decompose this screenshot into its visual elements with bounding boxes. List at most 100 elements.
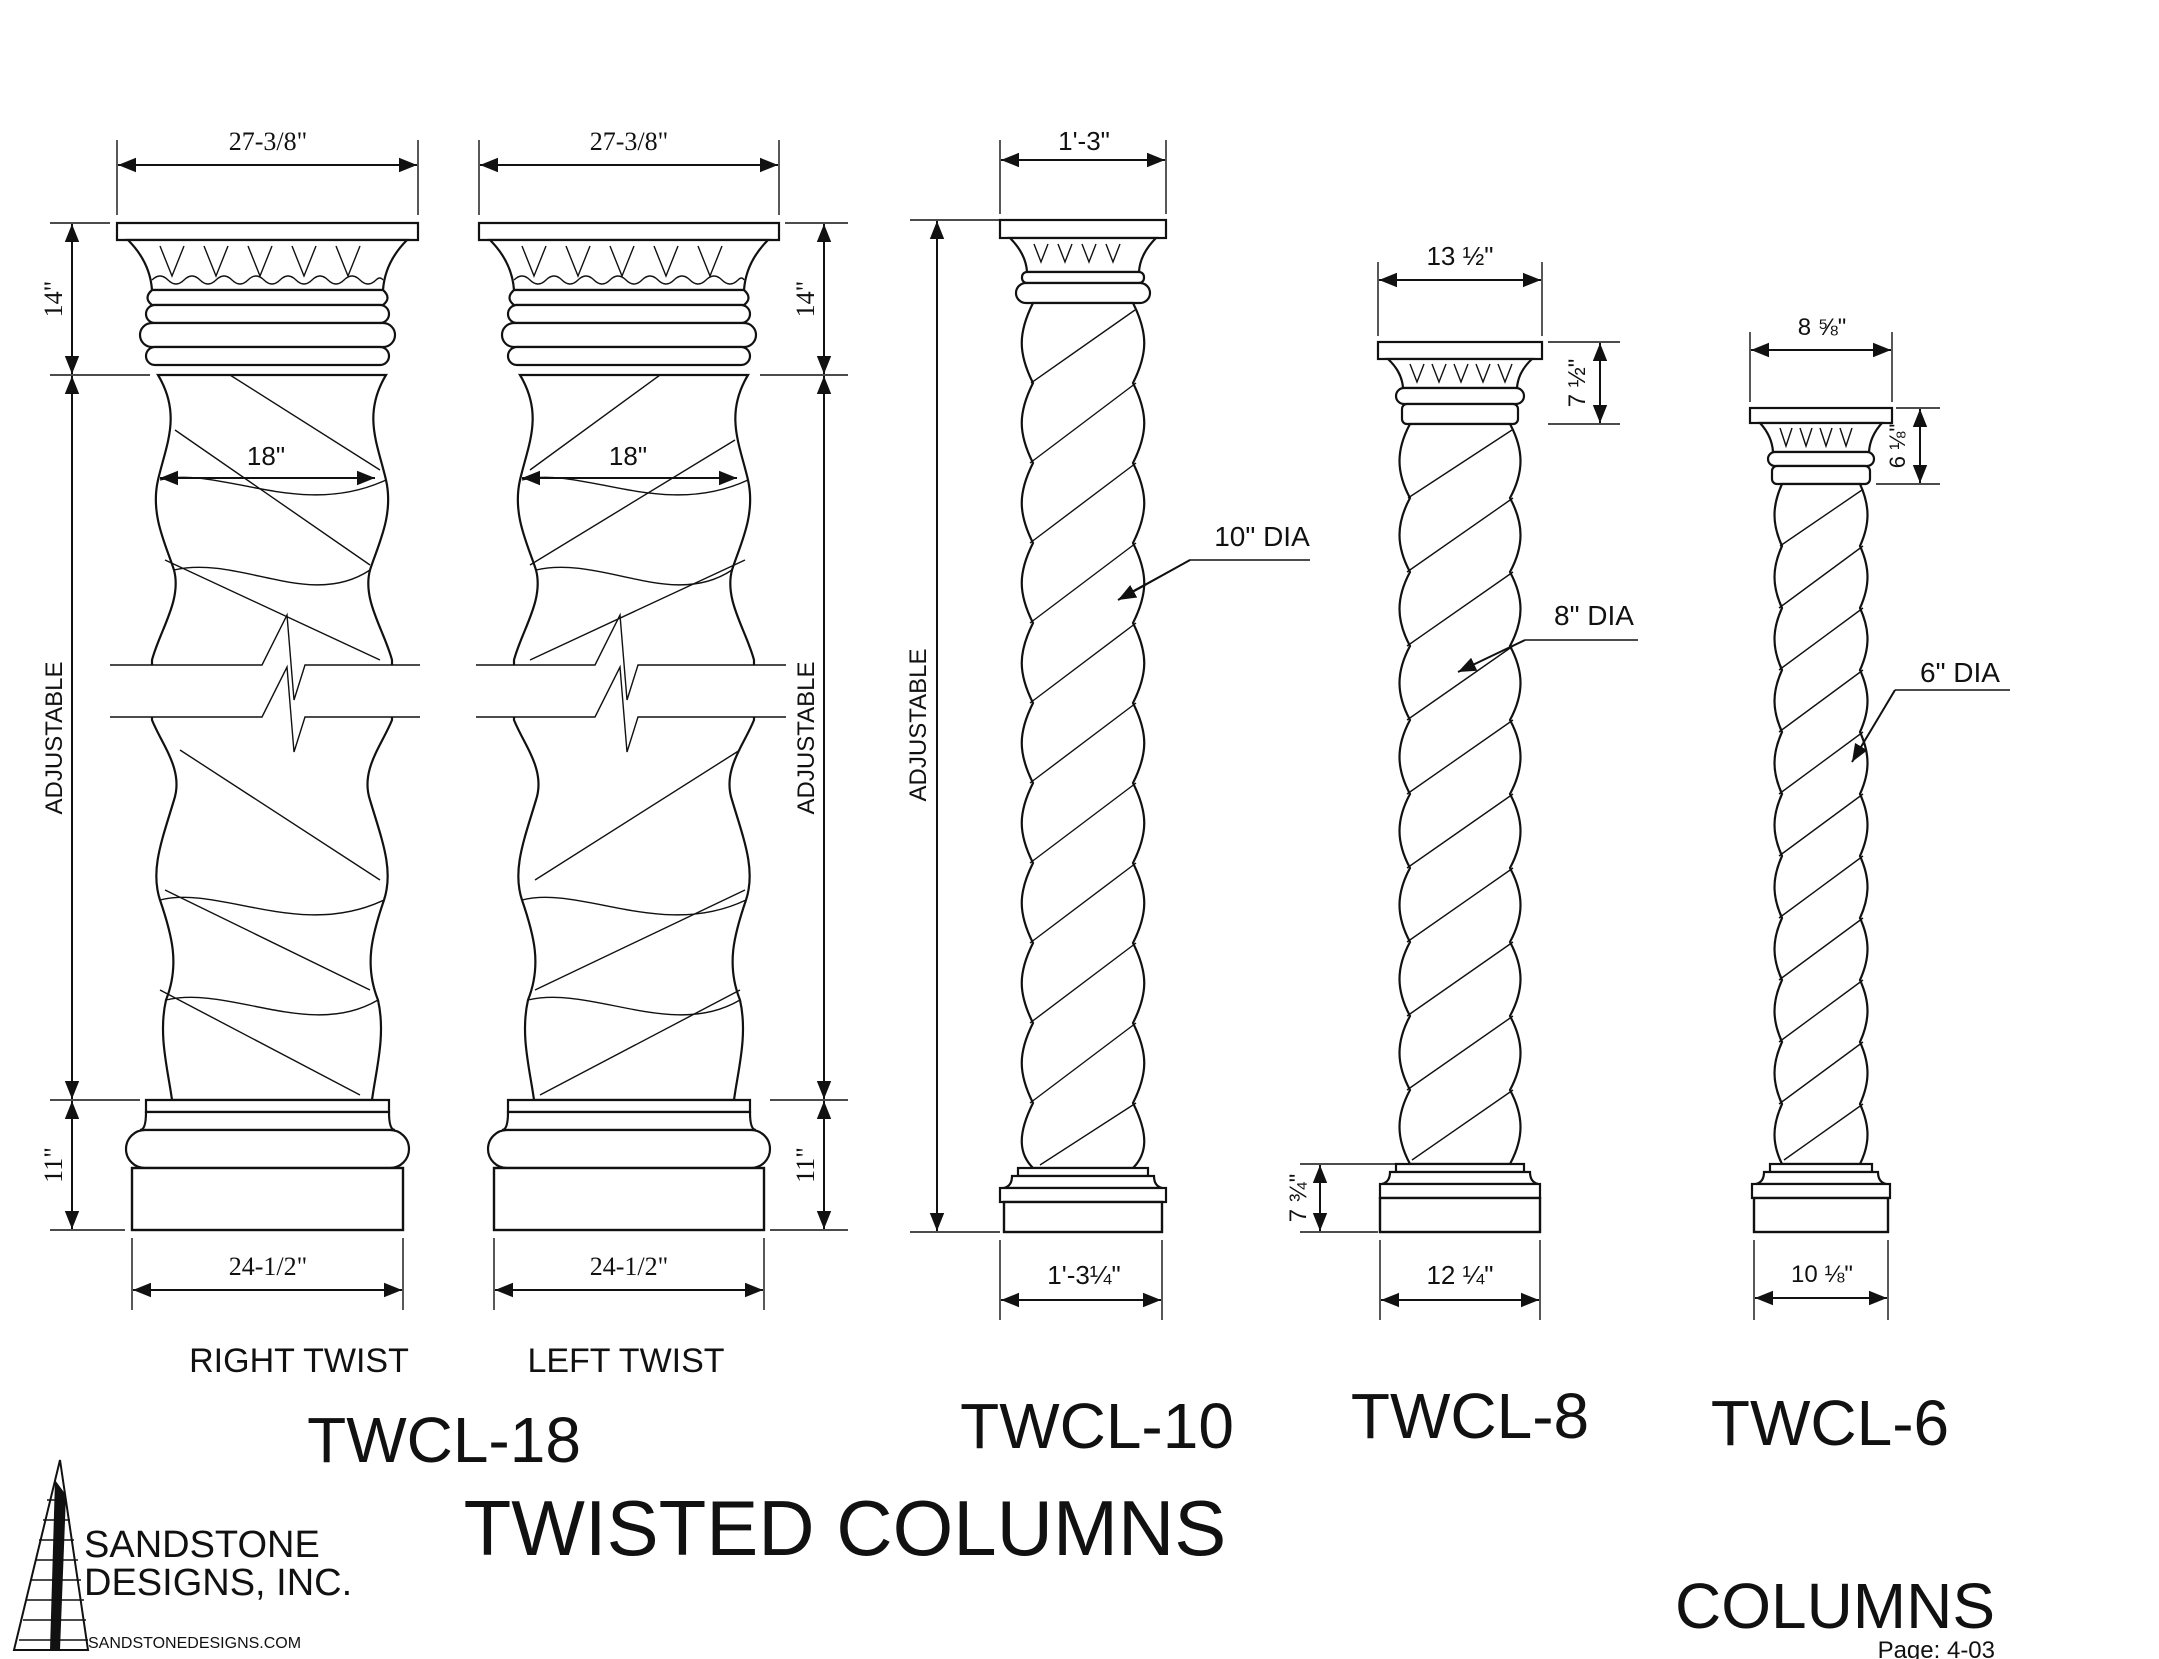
twisted-shaft — [1020, 301, 1146, 1170]
base-plinth — [1002, 1200, 1164, 1234]
company-website: SANDSTONEDESIGNS.COM — [88, 1635, 301, 1652]
section-label: COLUMNS — [1675, 1570, 1995, 1642]
base-plinth — [1752, 1196, 1890, 1234]
base-plinth-top — [144, 1098, 391, 1114]
twcl10-base-width: 1'-3¼" — [1047, 1260, 1120, 1290]
twcl18-right-capital-height: 14" — [791, 281, 820, 318]
base-plinth — [130, 1166, 405, 1232]
base-cove — [139, 1110, 396, 1132]
capital-bell — [1385, 357, 1535, 390]
base-cove — [501, 1110, 757, 1132]
capital-abacus — [998, 218, 1168, 240]
capital-torus-main — [500, 321, 758, 349]
twisted-shaft — [150, 373, 394, 1102]
twcl8-base-width: 12 ¼" — [1426, 1260, 1493, 1290]
twcl8-capital-width: 13 ½" — [1426, 241, 1493, 271]
twcl8-base-height: 7 ¾" — [1285, 1174, 1312, 1223]
base-torus — [1378, 1182, 1542, 1200]
twcl10-shaft-dia: 10" DIA — [1214, 521, 1310, 552]
base-ring — [1768, 1162, 1874, 1174]
capital-bell — [1757, 421, 1885, 454]
twcl18-left-base-width: 24-1/2" — [590, 1252, 669, 1281]
capital-ring — [1770, 464, 1872, 486]
twcl18-right-shaft-height: ADJUSTABLE — [793, 662, 820, 815]
twcl8-shaft-dia: 8" DIA — [1554, 600, 1634, 631]
twcl18-left-shaft-dia: 18" — [609, 441, 647, 471]
sandstone-logo: SANDSTONE DESIGNS, INC. SANDSTONEDESIGNS… — [12, 1459, 352, 1652]
capital-leaf-ornament — [1033, 243, 1121, 264]
twcl18-right-shaft-dia: 18" — [247, 441, 285, 471]
capital-abacus — [1748, 406, 1894, 425]
base-torus — [998, 1186, 1168, 1204]
twcl18-right-twist-column — [110, 221, 420, 1232]
shaft-break-line — [476, 612, 786, 753]
twcl10-dimension-lines — [910, 140, 1310, 1320]
capital-ring — [1020, 270, 1146, 285]
company-name-line1: SANDSTONE — [84, 1524, 320, 1566]
twcl10-model-name: TWCL-10 — [960, 1390, 1234, 1462]
twcl18-dimension-lines — [50, 140, 848, 1310]
capital-torus-lower — [144, 345, 391, 367]
capital-abacus — [477, 221, 781, 242]
twcl6-capital-width: 8 ⅝" — [1798, 314, 1847, 341]
twisted-shaft — [512, 373, 756, 1102]
base-plinth-top — [506, 1098, 752, 1114]
twcl6-column — [1748, 406, 1894, 1234]
capital-collar — [508, 288, 750, 307]
base-plinth — [1378, 1196, 1542, 1234]
twcl8-dimension-lines — [1300, 262, 1638, 1320]
base-torus — [1750, 1182, 1892, 1200]
twcl18-right-base-height: 11" — [791, 1147, 820, 1183]
capital-abacus — [1376, 340, 1544, 361]
base-cove — [1755, 1170, 1887, 1186]
twcl10-capital-width: 1'-3" — [1058, 126, 1110, 156]
twcl6-dimension-lines — [1749, 332, 2010, 1320]
capital-leaf-ornament — [1409, 363, 1513, 384]
capital-torus-lower — [506, 345, 752, 367]
twcl18-left-base-height: 11" — [39, 1147, 68, 1183]
base-cove — [1003, 1174, 1163, 1190]
twcl8-capital-height: 7 ½" — [1564, 359, 1591, 408]
twcl18-left-capital-width: 27-3/8" — [590, 127, 669, 156]
base-ring — [1016, 1166, 1150, 1178]
capital-leaf-ornament — [513, 245, 745, 285]
capital-torus-upper — [506, 303, 752, 325]
twcl18-left-twist-column — [476, 221, 786, 1232]
base-plinth — [492, 1166, 766, 1232]
twcl6-shaft-dia: 6" DIA — [1920, 657, 2000, 688]
capital-torus — [1014, 281, 1152, 305]
base-torus — [124, 1128, 411, 1170]
twcl18-right-base-width: 24-1/2" — [229, 1252, 308, 1281]
capital-torus-main — [138, 321, 397, 349]
twcl8-column — [1376, 340, 1544, 1234]
twcl18-right-twist-label: RIGHT TWIST — [189, 1342, 409, 1380]
twisted-shaft — [1398, 422, 1522, 1166]
capital-leaf-ornament — [1779, 427, 1853, 449]
twcl8-model-name: TWCL-8 — [1351, 1380, 1589, 1452]
company-name-line2: DESIGNS, INC. — [84, 1562, 352, 1604]
base-torus — [486, 1128, 772, 1170]
twcl18-left-twist-label: LEFT TWIST — [527, 1342, 724, 1380]
twcl18-left-capital-height: 14" — [39, 281, 68, 318]
capital-collar — [146, 288, 389, 307]
twcl10-column — [998, 218, 1168, 1234]
twcl10-height: ADJUSTABLE — [905, 649, 932, 802]
twcl18-right-capital-width: 27-3/8" — [229, 127, 308, 156]
drawing-title: TWISTED COLUMNS — [464, 1484, 1227, 1572]
twcl6-capital-height: 6 ⅛" — [1885, 424, 1910, 469]
twcl18-model-name: TWCL-18 — [307, 1404, 581, 1476]
capital-abacus — [115, 221, 420, 242]
page-number: Page: 4-03 — [1878, 1637, 1995, 1659]
capital-torus — [1766, 450, 1876, 468]
twcl18-left-shaft-height: ADJUSTABLE — [41, 662, 68, 815]
capital-torus — [1394, 386, 1526, 406]
shaft-break-line — [110, 612, 420, 753]
twisted-shaft — [1773, 482, 1869, 1166]
twcl6-model-name: TWCL-6 — [1711, 1387, 1949, 1459]
twcl6-base-width: 10 ⅛" — [1791, 1261, 1853, 1288]
capital-ring — [1400, 402, 1520, 426]
pyramid-logo-mark — [12, 1459, 90, 1651]
capital-leaf-ornament — [151, 245, 384, 285]
base-cove — [1381, 1170, 1539, 1186]
